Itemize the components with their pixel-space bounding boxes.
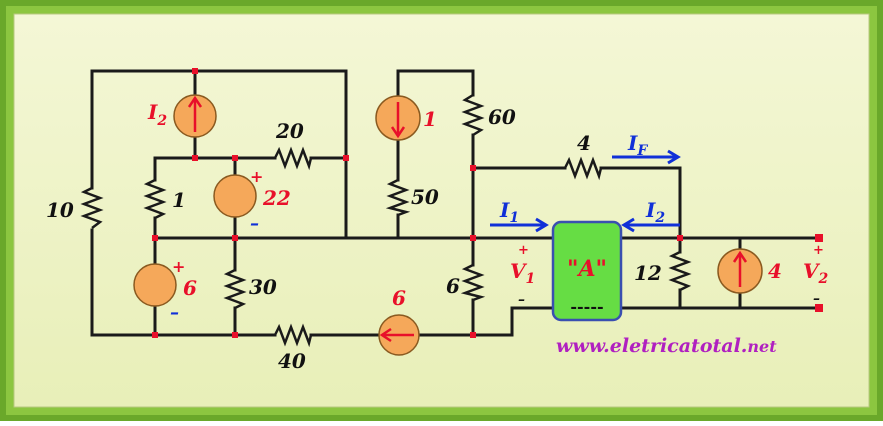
wires bbox=[90, 69, 820, 337]
label-src4: 4 bbox=[768, 259, 782, 283]
minus-6: – bbox=[170, 302, 179, 323]
node bbox=[470, 235, 476, 241]
current-source-i2 bbox=[173, 94, 217, 138]
voltage-source-22 bbox=[213, 174, 257, 218]
label-r60: 60 bbox=[488, 105, 516, 129]
current-source-4 bbox=[717, 248, 763, 294]
label-r30: 30 bbox=[249, 275, 277, 299]
node bbox=[232, 235, 238, 241]
node bbox=[232, 332, 238, 338]
label-r40: 40 bbox=[278, 349, 306, 373]
node bbox=[192, 155, 198, 161]
wire-left-bottom bbox=[90, 228, 157, 337]
label-src6-bottom: 6 bbox=[392, 286, 406, 310]
label-r10: 10 bbox=[46, 198, 74, 222]
resistor-4 bbox=[563, 156, 603, 181]
node bbox=[470, 332, 476, 338]
current-source-6 bbox=[378, 314, 420, 356]
plus-v2: + bbox=[813, 243, 824, 258]
label-r50: 50 bbox=[411, 185, 439, 209]
label-r1: 1 bbox=[172, 188, 186, 212]
node bbox=[470, 165, 476, 171]
resistors bbox=[80, 93, 692, 348]
label-r20: 20 bbox=[275, 119, 304, 143]
voltage-source-6 bbox=[133, 263, 177, 307]
terminal bbox=[815, 234, 823, 242]
label-r4: 4 bbox=[577, 131, 591, 155]
label-r12: 12 bbox=[634, 261, 662, 285]
if-arrowhead bbox=[667, 149, 681, 165]
resistor-1 bbox=[143, 178, 167, 220]
label-i2: I2 bbox=[645, 198, 665, 226]
wire-v1-minus bbox=[510, 306, 557, 337]
label-r6: 6 bbox=[446, 274, 460, 298]
wire-4-right bbox=[599, 166, 682, 240]
sources bbox=[133, 94, 763, 356]
label-v1: V1 bbox=[510, 259, 535, 287]
website-label: www.eletricatotal.net bbox=[556, 335, 777, 357]
resistor-10 bbox=[80, 186, 104, 229]
label-src22: 22 bbox=[262, 186, 291, 210]
nodes bbox=[152, 68, 823, 338]
current-source-1 bbox=[375, 95, 421, 141]
plus-22: + bbox=[250, 167, 263, 186]
resistor-12 bbox=[668, 250, 692, 292]
minus-22: – bbox=[250, 213, 259, 234]
resistor-30 bbox=[223, 268, 247, 310]
wire-top-left bbox=[90, 69, 348, 240]
plus-v1: + bbox=[518, 243, 529, 258]
minus-v2: – bbox=[813, 291, 820, 307]
label-v2: V2 bbox=[803, 259, 829, 287]
label-if: IF bbox=[627, 131, 648, 159]
labels: 10 1 20 30 40 50 60 6 4 12 I2 22 6 1 6 4… bbox=[46, 100, 829, 373]
current-arrows bbox=[490, 149, 681, 233]
resistor-50 bbox=[385, 178, 411, 217]
node bbox=[192, 68, 198, 74]
label-src1: 1 bbox=[423, 107, 437, 131]
block-a-label: "A" bbox=[567, 256, 607, 282]
node bbox=[152, 235, 158, 241]
i1-arrowhead bbox=[535, 217, 549, 233]
block-a: "A" ----- bbox=[551, 220, 623, 322]
node bbox=[152, 332, 158, 338]
plus-6: + bbox=[172, 257, 185, 276]
resistor-6 bbox=[460, 263, 486, 302]
minus-v1: – bbox=[518, 292, 525, 308]
label-i2-source: I2 bbox=[147, 100, 167, 129]
node bbox=[343, 155, 349, 161]
wire-top-middle bbox=[396, 69, 475, 97]
terminal bbox=[815, 304, 823, 312]
resistor-20 bbox=[273, 146, 313, 171]
node bbox=[232, 155, 238, 161]
node bbox=[677, 235, 683, 241]
resistor-60 bbox=[461, 93, 485, 137]
block-a-dashes: ----- bbox=[570, 297, 603, 316]
label-src6-left: 6 bbox=[183, 276, 197, 300]
label-i1: I1 bbox=[499, 198, 519, 226]
resistor-40 bbox=[273, 323, 313, 348]
i2-arrowhead bbox=[621, 217, 635, 233]
